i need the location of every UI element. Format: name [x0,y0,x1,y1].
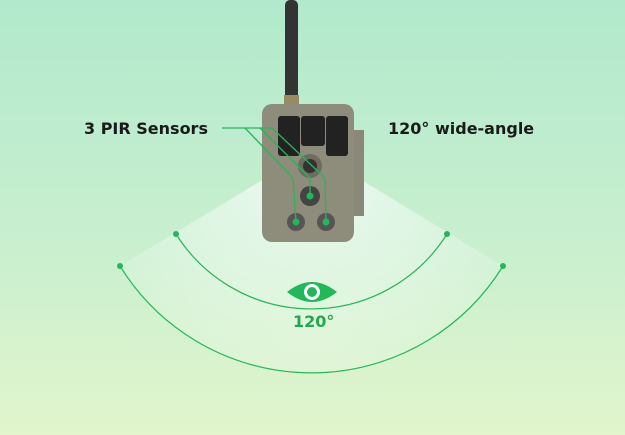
sensor-callout-lines [222,127,327,223]
outer-arc [119,265,504,374]
trail-camera [262,104,364,242]
antenna [285,0,298,100]
angle-value-label: 120° [293,312,335,331]
pir-sensors-label: 3 PIR Sensors [84,119,208,138]
field-of-view-fan [120,150,503,373]
inner-arc [175,233,448,310]
eye-icon [287,282,337,302]
wide-angle-label: 120° wide-angle [388,119,535,138]
arc-endpoints [117,231,506,269]
sensor-dots [292,192,330,226]
